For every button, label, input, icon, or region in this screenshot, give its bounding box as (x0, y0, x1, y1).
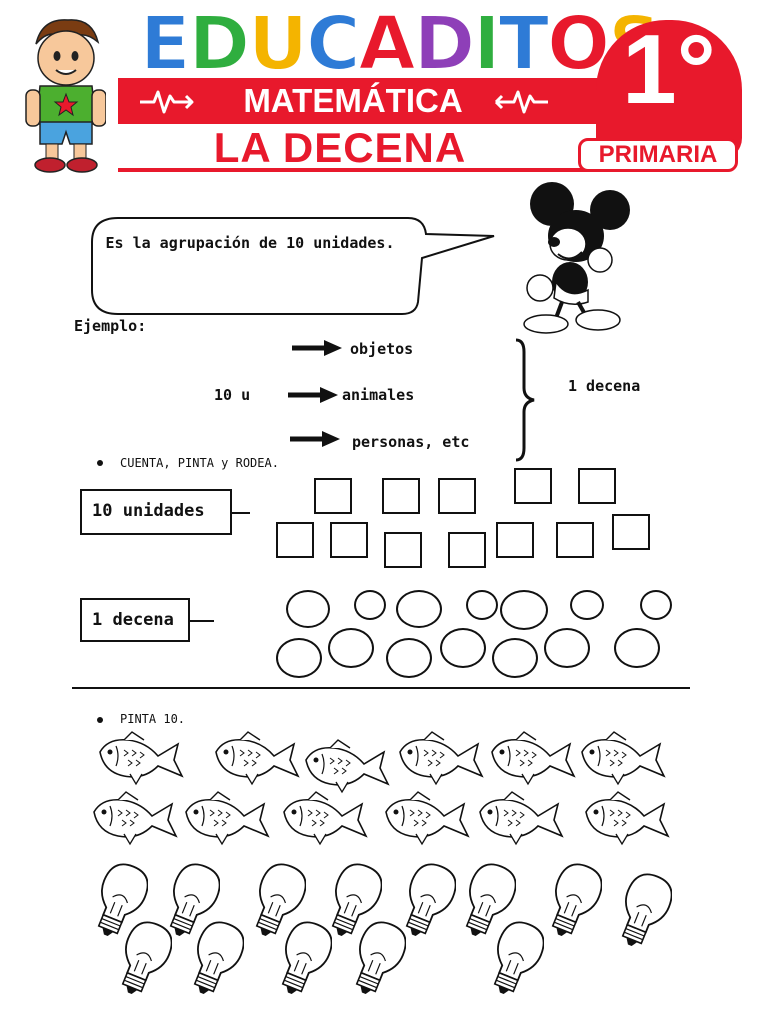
connector-line (232, 512, 250, 514)
fish-icon (394, 730, 486, 792)
count-square (612, 514, 650, 550)
count-circle (286, 590, 330, 628)
count-square (438, 478, 476, 514)
fish-icon (486, 730, 578, 792)
count-square (384, 532, 422, 568)
page-title: LA DECENA (213, 124, 467, 171)
grade-number: 1° (622, 14, 716, 124)
subject-title: MATEMÁTICA (243, 82, 463, 119)
connector-line (190, 620, 214, 622)
count-square (514, 468, 552, 504)
example-item: personas, etc (352, 433, 470, 451)
brand-letter: I (472, 1, 501, 87)
speech-bubble (91, 217, 495, 315)
title-underline (118, 168, 588, 172)
brand-letter: A (357, 1, 416, 87)
count-square (556, 522, 594, 558)
arrow-right-icon (290, 431, 340, 447)
fish-icon (580, 790, 672, 852)
arrow-right-icon (292, 340, 342, 356)
brand-letter: U (247, 1, 309, 87)
exercise-instruction: CUENTA, PINTA y RODEA. (120, 456, 279, 470)
count-circle (328, 628, 374, 668)
boy-mascot-illustration (25, 19, 106, 173)
example-item: animales (342, 386, 415, 404)
count-circle (640, 590, 672, 620)
light-bulb-icon (276, 918, 333, 1004)
example-item: objetos (350, 340, 414, 358)
ten-label-box: 1 decena (80, 598, 190, 642)
brand-letter: T (498, 1, 551, 87)
count-square (314, 478, 352, 514)
light-bulb-icon (616, 870, 673, 956)
count-square (330, 522, 368, 558)
fish-icon (210, 730, 302, 792)
light-bulb-icon (460, 860, 517, 946)
example-quantity: 10 u (214, 386, 251, 404)
arrow-right-icon (288, 387, 338, 403)
example-result: 1 decena (568, 377, 641, 395)
light-bulb-icon (188, 918, 245, 1004)
count-square (382, 478, 420, 514)
light-bulb-icon (400, 860, 457, 946)
light-bulb-icon (164, 860, 221, 946)
count-square (276, 522, 314, 558)
light-bulb-icon (326, 860, 383, 946)
count-circle (466, 590, 498, 620)
count-square (578, 468, 616, 504)
count-circle (440, 628, 486, 668)
count-circle (354, 590, 386, 620)
light-bulb-icon (116, 918, 173, 1004)
fish-icon (380, 790, 472, 852)
bullet-icon (97, 460, 103, 466)
section-divider (72, 687, 690, 689)
fish-icon (180, 790, 272, 852)
brand-logo: EDUCADITOS (139, 1, 662, 87)
mouse-character-illustration (523, 182, 630, 334)
example-label: Ejemplo: (74, 317, 147, 335)
brand-letter: D (188, 1, 251, 87)
fish-icon (94, 730, 186, 792)
heartbeat-right-icon (494, 90, 548, 114)
brand-letter: D (413, 1, 476, 87)
light-bulb-icon (546, 860, 603, 946)
count-circle (396, 590, 442, 628)
count-circle (276, 638, 322, 678)
count-circle (614, 628, 660, 668)
count-circle (386, 638, 432, 678)
level-badge (578, 138, 738, 172)
fish-icon (300, 738, 392, 800)
bullet-icon (97, 717, 103, 723)
count-square (448, 532, 486, 568)
count-circle (570, 590, 604, 620)
fish-icon (88, 790, 180, 852)
count-square (496, 522, 534, 558)
brand-letter: C (305, 1, 361, 87)
fish-icon (278, 790, 370, 852)
count-circle (500, 590, 548, 630)
right-curly-brace (515, 338, 535, 462)
exercise-instruction: PINTA 10. (120, 712, 186, 726)
count-circle (492, 638, 538, 678)
grade-badge (596, 20, 742, 160)
light-bulb-icon (350, 918, 407, 1004)
units-label-box: 10 unidades (80, 489, 232, 535)
level-label: PRIMARIA (598, 141, 718, 168)
brand-letter: E (139, 1, 192, 87)
count-circle (544, 628, 590, 668)
fish-icon (474, 790, 566, 852)
definition-text: Es la agrupación de 10 unidades. (105, 234, 395, 252)
light-bulb-icon (488, 918, 545, 1004)
heartbeat-left-icon (140, 90, 194, 114)
light-bulb-icon (92, 860, 149, 946)
light-bulb-icon (250, 860, 307, 946)
fish-icon (576, 730, 668, 792)
